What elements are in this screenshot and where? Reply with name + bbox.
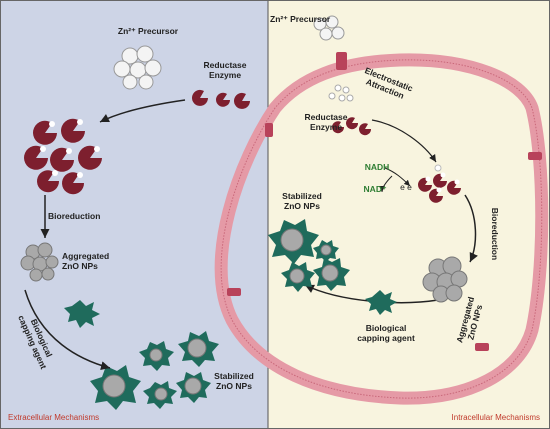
membrane-channel bbox=[336, 52, 347, 70]
aggregated-zno-nps-right bbox=[422, 256, 468, 303]
capping-agent-label-right: Biological capping agent bbox=[357, 323, 415, 343]
nadh-label: NADH bbox=[364, 162, 390, 172]
membrane-channel bbox=[528, 152, 542, 160]
intracellular-footer: Intracellular Mechanisms bbox=[451, 413, 540, 422]
aggregated-zno-label-left: Aggregated ZnO NPs bbox=[62, 251, 110, 271]
arrow-bioreduction-right bbox=[464, 194, 478, 263]
enzyme-complexes-right bbox=[418, 164, 461, 203]
arrow-enzyme-path bbox=[371, 119, 437, 163]
membrane-channel bbox=[227, 288, 241, 296]
capping-agent-right bbox=[365, 290, 397, 315]
capping-agent-left bbox=[64, 300, 100, 328]
arrow-capping-left bbox=[24, 289, 111, 371]
nad-label: NAD⁺ bbox=[363, 184, 387, 194]
electron-label: e e bbox=[400, 182, 412, 192]
stabilized-zno-label-right: Stabilized ZnO NPs bbox=[282, 191, 322, 211]
precursor-ions-inside bbox=[328, 84, 354, 102]
reductase-enzyme-label-right: Reductase Enzyme bbox=[304, 112, 348, 132]
membrane-channel bbox=[265, 123, 273, 137]
membrane-channel bbox=[475, 343, 489, 351]
arrow-nad bbox=[379, 175, 393, 193]
aggregated-zno-nps-left bbox=[20, 242, 59, 282]
stabilized-zno-label-left: Stabilized ZnO NPs bbox=[214, 371, 254, 391]
zn-precursor-cluster-right bbox=[313, 15, 345, 41]
reductase-enzymes-right bbox=[332, 117, 372, 136]
zn-precursor-cluster-left bbox=[113, 45, 162, 90]
zn-precursor-label-left: Zn²⁺ Precursor bbox=[117, 26, 179, 36]
arrow-enzyme-to-complex bbox=[99, 99, 186, 123]
reductase-enzyme-label-left: Reductase Enzyme bbox=[203, 60, 247, 80]
cell-membrane-inner bbox=[220, 59, 543, 399]
enzyme-substrate-complexes bbox=[24, 118, 102, 195]
zn-precursor-label-right: Zn²⁺ Precursor bbox=[270, 14, 331, 24]
stabilized-zno-nps-left bbox=[90, 331, 219, 410]
reductase-enzymes-left bbox=[192, 89, 250, 109]
arrow-nadh bbox=[384, 167, 411, 187]
bioreduction-label-left: Bioreduction bbox=[48, 211, 101, 221]
bioreduction-label-right: Bioreduction bbox=[490, 207, 500, 261]
stabilized-zno-nps-right bbox=[268, 219, 350, 292]
extracellular-footer: Extracellular Mechanisms bbox=[8, 413, 100, 422]
